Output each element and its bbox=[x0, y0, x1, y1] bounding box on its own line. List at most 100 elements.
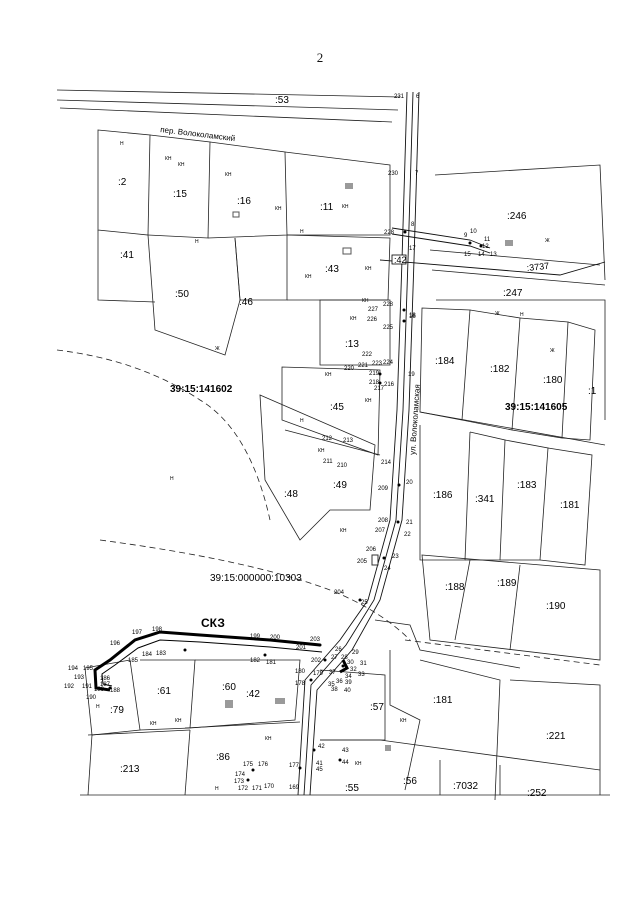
svg-text:КН: КН bbox=[342, 204, 349, 210]
parcel-label: :42 bbox=[246, 689, 260, 700]
parcel-label: :184 bbox=[435, 356, 455, 367]
svg-text:36: 36 bbox=[336, 679, 343, 685]
svg-text:211: 211 bbox=[323, 459, 333, 465]
svg-text:40: 40 bbox=[344, 688, 351, 694]
svg-text:202: 202 bbox=[311, 658, 322, 664]
svg-text:195: 195 bbox=[83, 666, 94, 672]
svg-text:Н: Н bbox=[300, 229, 304, 235]
parcel-label: :3737 bbox=[526, 261, 549, 273]
parcel-label: :60 bbox=[222, 682, 236, 693]
svg-text:21: 21 bbox=[406, 520, 413, 526]
parcel-labels: :53 :2 :15 :16 :11 :246 :41 :50 :46 :43 … bbox=[110, 95, 597, 799]
svg-text:КН: КН bbox=[350, 316, 357, 322]
parcel-label: :42 bbox=[394, 255, 407, 265]
svg-text:42: 42 bbox=[318, 744, 325, 750]
parcel-label: :1 bbox=[588, 386, 597, 397]
parcel-boundaries bbox=[56, 89, 610, 801]
parcel-label: :50 bbox=[175, 289, 189, 300]
parcel-label: :180 bbox=[543, 375, 563, 386]
svg-text:КН: КН bbox=[365, 266, 372, 272]
svg-text:КН: КН bbox=[400, 718, 407, 724]
svg-text:31: 31 bbox=[360, 661, 367, 667]
svg-text:170: 170 bbox=[264, 784, 275, 790]
svg-text:7: 7 bbox=[415, 171, 419, 177]
svg-text:228: 228 bbox=[384, 230, 395, 236]
svg-text:228: 228 bbox=[383, 302, 394, 308]
parcel-label: :61 bbox=[157, 686, 171, 697]
skz-label: СКЗ bbox=[201, 616, 225, 630]
svg-text:222: 222 bbox=[362, 352, 373, 358]
svg-text:181: 181 bbox=[266, 660, 277, 666]
parcel-label: :45 bbox=[330, 402, 344, 413]
svg-text:КН: КН bbox=[362, 298, 369, 304]
svg-text:13: 13 bbox=[490, 252, 497, 258]
svg-text:17: 17 bbox=[409, 246, 416, 252]
svg-text:11: 11 bbox=[484, 237, 491, 243]
svg-text:43: 43 bbox=[342, 748, 349, 754]
svg-text:171: 171 bbox=[252, 786, 263, 792]
svg-text:КН: КН bbox=[275, 206, 282, 212]
svg-text:183: 183 bbox=[156, 651, 167, 657]
svg-text:35: 35 bbox=[328, 682, 335, 688]
svg-text:26: 26 bbox=[335, 647, 342, 653]
svg-text:208: 208 bbox=[378, 518, 389, 524]
svg-text:37: 37 bbox=[329, 670, 336, 676]
parcel-label: :181 bbox=[560, 500, 580, 511]
svg-text:203: 203 bbox=[310, 637, 321, 643]
svg-text:182: 182 bbox=[250, 658, 261, 664]
svg-text:32: 32 bbox=[350, 667, 357, 673]
svg-text:198: 198 bbox=[152, 627, 163, 633]
parcel-label: :57 bbox=[370, 702, 384, 713]
svg-text:КН: КН bbox=[325, 372, 332, 378]
svg-text:172: 172 bbox=[238, 786, 249, 792]
quarter-141605: 39:15:141605 bbox=[505, 402, 568, 413]
svg-text:Ж: Ж bbox=[545, 238, 550, 244]
svg-text:173: 173 bbox=[234, 779, 245, 785]
svg-text:226: 226 bbox=[367, 317, 378, 323]
svg-text:КН: КН bbox=[305, 274, 312, 280]
parcel-label: :16 bbox=[237, 196, 251, 207]
street-corridor bbox=[297, 91, 606, 796]
svg-text:27: 27 bbox=[331, 655, 338, 661]
svg-text:9: 9 bbox=[464, 233, 468, 239]
svg-text:КН: КН bbox=[265, 736, 272, 742]
parcel-label: :188 bbox=[445, 582, 465, 593]
svg-text:45: 45 bbox=[316, 767, 323, 773]
svg-text:196: 196 bbox=[110, 641, 121, 647]
svg-text:КН: КН bbox=[225, 172, 232, 178]
svg-text:176: 176 bbox=[258, 762, 269, 768]
svg-text:179: 179 bbox=[313, 671, 324, 677]
svg-text:204: 204 bbox=[334, 590, 345, 596]
svg-text:КН: КН bbox=[150, 721, 157, 727]
svg-text:44: 44 bbox=[342, 760, 349, 766]
parcel-label: :186 bbox=[433, 490, 453, 501]
svg-text:180: 180 bbox=[295, 669, 306, 675]
parcel-label: :181 bbox=[433, 695, 453, 706]
svg-text:34: 34 bbox=[345, 674, 352, 680]
svg-text:16: 16 bbox=[409, 314, 416, 320]
svg-text:33: 33 bbox=[358, 672, 365, 678]
svg-text:225: 225 bbox=[383, 325, 394, 331]
svg-text:29: 29 bbox=[352, 650, 359, 656]
svg-text:Н: Н bbox=[195, 239, 199, 245]
svg-text:189: 189 bbox=[94, 687, 105, 693]
parcel-label: :213 bbox=[120, 764, 140, 775]
svg-text:24: 24 bbox=[384, 566, 391, 572]
parcel-label: :341 bbox=[475, 494, 495, 505]
svg-text:39: 39 bbox=[345, 680, 352, 686]
parcel-label: :15 bbox=[173, 189, 187, 200]
svg-text:185: 185 bbox=[128, 658, 139, 664]
svg-text:219: 219 bbox=[369, 371, 380, 377]
svg-text:216: 216 bbox=[384, 382, 395, 388]
svg-text:Н: Н bbox=[120, 141, 124, 147]
svg-text:18: 18 bbox=[409, 313, 416, 319]
svg-text:188: 188 bbox=[110, 688, 121, 694]
svg-text:206: 206 bbox=[366, 547, 377, 553]
svg-text:169: 169 bbox=[289, 785, 300, 791]
point-markers bbox=[108, 230, 483, 782]
quarter-10303: 39:15:000000:10303 bbox=[210, 573, 302, 584]
buildings bbox=[225, 183, 513, 751]
